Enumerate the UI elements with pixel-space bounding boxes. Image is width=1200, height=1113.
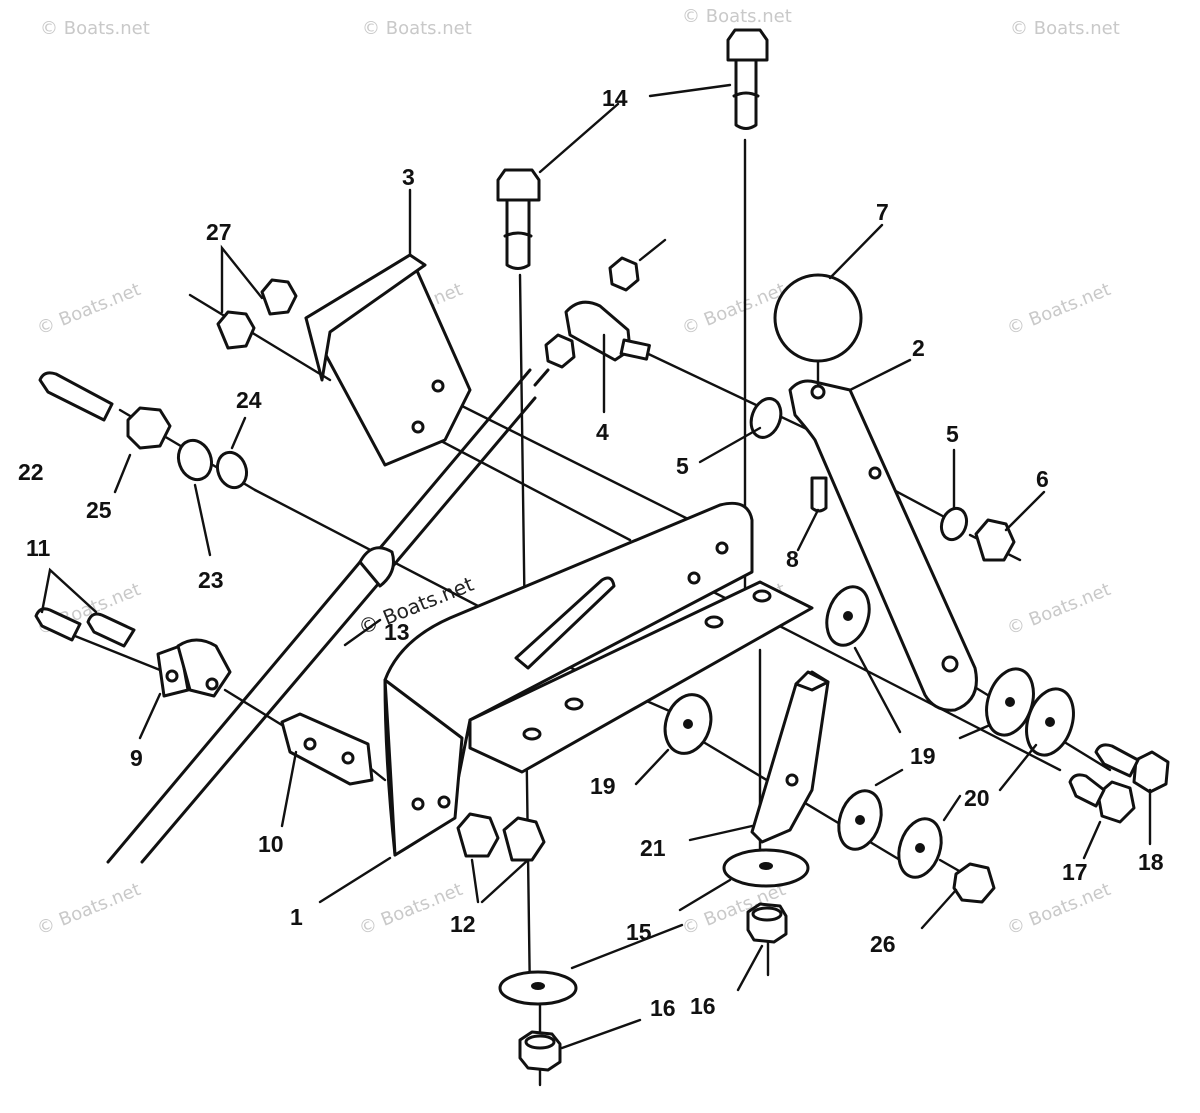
callout-26: 26 xyxy=(870,931,896,957)
callout-7: 7 xyxy=(876,199,889,225)
callout-13: 13 xyxy=(384,619,410,645)
watermark: © Boats.net xyxy=(1010,18,1120,39)
washer-24 xyxy=(215,450,249,490)
callout-2: 2 xyxy=(912,335,925,361)
callout-1: 1 xyxy=(290,904,303,930)
clip-9 xyxy=(156,638,232,698)
pins-11 xyxy=(34,567,136,648)
watermark: © Boats.net xyxy=(1004,579,1114,640)
nut-27-a xyxy=(260,278,298,316)
bolt-14-right xyxy=(726,28,769,130)
callout-9: 9 xyxy=(130,745,143,771)
callout-labels: 1 2 3 4 5 5 6 7 8 9 10 11 12 13 14 15 16… xyxy=(18,85,1164,1021)
watermark: © Boats.net xyxy=(40,18,150,39)
nut-12-b xyxy=(502,816,546,862)
pin-8 xyxy=(810,476,828,513)
washer-5-a xyxy=(749,397,783,439)
watermark: © Boats.net xyxy=(682,6,792,27)
plate-10 xyxy=(280,712,374,786)
nut-27-b xyxy=(216,310,256,350)
callout-12: 12 xyxy=(450,911,476,937)
watermark: © Boats.net xyxy=(34,879,144,940)
callout-18: 18 xyxy=(1138,849,1164,875)
nut-16-b xyxy=(518,1030,562,1072)
callout-5-left: 5 xyxy=(676,453,689,479)
bracket-3 xyxy=(304,188,472,467)
control-cable-13 xyxy=(106,368,550,864)
callout-10: 10 xyxy=(258,831,284,857)
callout-21: 21 xyxy=(640,835,666,861)
callout-3: 3 xyxy=(402,164,415,190)
bolt-14-left xyxy=(496,168,541,270)
callout-5-right: 5 xyxy=(946,421,959,447)
nut-6 xyxy=(974,518,1016,562)
callout-27: 27 xyxy=(206,219,232,245)
callout-19-left: 19 xyxy=(590,773,616,799)
watermark: © Boats.net xyxy=(362,18,472,39)
callout-16-right: 16 xyxy=(690,993,716,1019)
shift-lever-2 xyxy=(788,379,978,712)
watermark: © Boats.net xyxy=(1004,279,1114,340)
bolt-18 xyxy=(1094,743,1170,794)
washer-23 xyxy=(176,438,214,482)
watermark: © Boats.net xyxy=(1004,879,1114,940)
callout-17: 17 xyxy=(1062,859,1088,885)
callout-14: 14 xyxy=(602,85,628,111)
nut-16-a xyxy=(746,902,788,944)
nut-12-a xyxy=(456,812,500,858)
callout-25: 25 xyxy=(86,497,112,523)
callout-6: 6 xyxy=(1036,466,1049,492)
watermark: © Boats.net xyxy=(34,279,144,340)
watermark: © Boats.net xyxy=(679,279,789,340)
callout-16-bottom: 16 xyxy=(650,995,676,1021)
bolt-17 xyxy=(1068,773,1136,824)
callout-4: 4 xyxy=(596,419,609,445)
nut-25 xyxy=(126,406,172,450)
stud-22 xyxy=(38,371,114,422)
shift-knob-7 xyxy=(773,273,863,363)
main-bracket-1 xyxy=(383,501,814,857)
callout-24: 24 xyxy=(236,387,262,413)
nut-26 xyxy=(952,862,996,904)
leader-lines xyxy=(113,83,1152,1050)
callout-8: 8 xyxy=(786,546,799,572)
ball-joint-4 xyxy=(544,256,651,369)
callout-19-mid: 19 xyxy=(910,743,936,769)
callout-23: 23 xyxy=(198,567,224,593)
callout-22: 22 xyxy=(18,459,44,485)
lever-plate-21 xyxy=(750,670,830,844)
callout-20: 20 xyxy=(964,785,990,811)
callout-15: 15 xyxy=(626,919,652,945)
washer-5-b xyxy=(939,506,969,542)
callout-11: 11 xyxy=(26,535,51,561)
